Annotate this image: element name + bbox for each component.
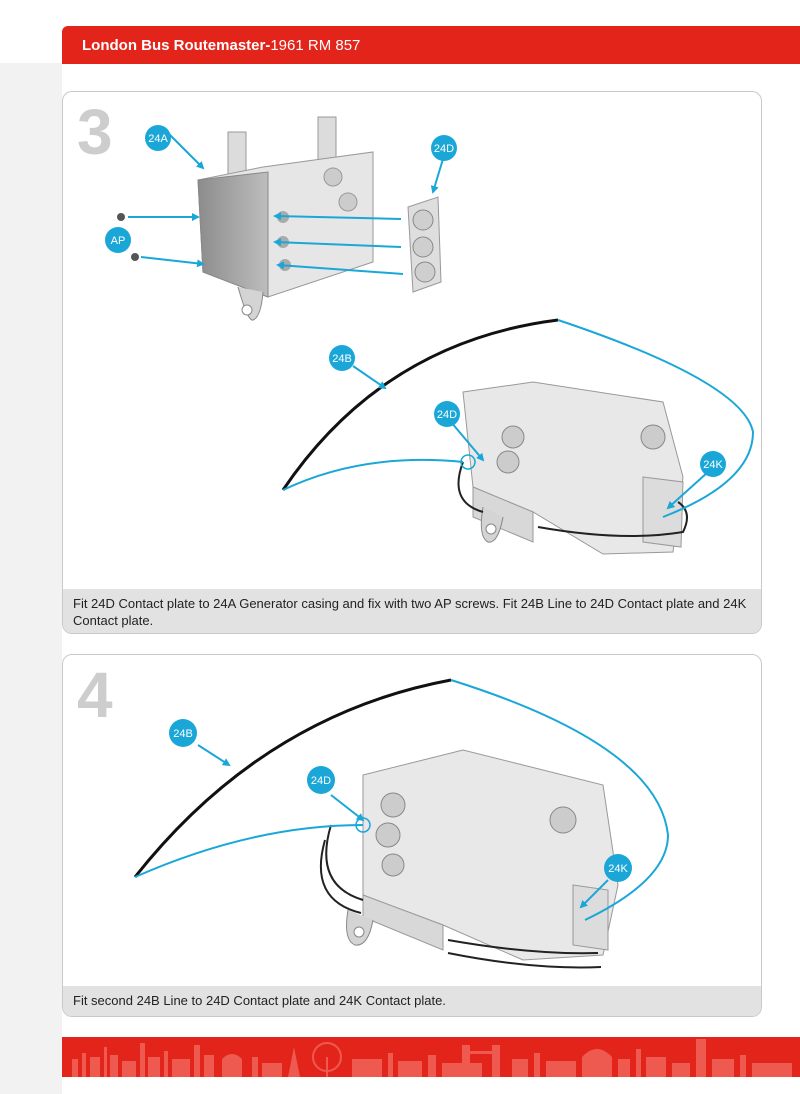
callout-ap: AP (105, 227, 131, 253)
header-title-bold: London Bus Routemaster- (82, 36, 271, 54)
step-3-caption: Fit 24D Contact plate to 24A Generator c… (63, 589, 761, 633)
generator-assembly-illustration (457, 381, 688, 555)
line-24b-black (133, 678, 452, 878)
svg-text:24A: 24A (148, 133, 168, 145)
contact-plate-illustration (407, 196, 442, 293)
callout-24d-fitted: 24D (434, 401, 460, 427)
step-3-panel: 3 (62, 91, 762, 634)
callout-24d-plate: 24D (431, 135, 457, 161)
step-4-panel: 4 (62, 654, 762, 1017)
line-24b-black (281, 318, 559, 491)
footer-skyline-bar (62, 1037, 800, 1077)
london-skyline-icon (72, 1039, 792, 1077)
line-24b-blue-guide (282, 458, 464, 491)
svg-text:24D: 24D (311, 775, 331, 787)
svg-text:24D: 24D (437, 409, 457, 421)
line-24b-blue-guide-right (450, 679, 670, 921)
svg-text:24B: 24B (332, 353, 352, 365)
svg-text:AP: AP (111, 235, 126, 247)
step-4-diagram: 24B 24D 24K (133, 678, 670, 969)
svg-text:24K: 24K (703, 459, 723, 471)
generator-assembly-illustration (319, 749, 619, 969)
step-4-caption: Fit second 24B Line to 24D Contact plate… (63, 986, 761, 1016)
callout-24k: 24K (604, 854, 632, 882)
callout-24a: 24A (145, 125, 171, 151)
svg-text:24D: 24D (434, 143, 454, 155)
generator-casing-illustration (197, 116, 374, 321)
step-number: 4 (77, 659, 113, 731)
callout-24b: 24B (169, 719, 197, 747)
line-24b-blue-guide (134, 824, 364, 878)
svg-text:24K: 24K (608, 863, 628, 875)
header-title-model: 1961 RM 857 (270, 36, 361, 54)
line-24b-blue-guide-right (557, 319, 755, 518)
step-3-diagram: 24A 24D AP 24B 24D 24K (105, 116, 755, 555)
assembly-arrows (128, 132, 444, 275)
page-header: London Bus Routemaster-1961 RM 857 (62, 26, 800, 64)
step-number: 3 (77, 96, 113, 168)
callout-24d: 24D (307, 766, 335, 794)
ap-screws-illustration (117, 213, 139, 261)
connection-ring-24d (460, 454, 476, 470)
left-margin-band (0, 63, 62, 1094)
svg-text:24B: 24B (173, 728, 193, 740)
callout-24b: 24B (329, 345, 355, 371)
callout-24k: 24K (700, 451, 726, 477)
